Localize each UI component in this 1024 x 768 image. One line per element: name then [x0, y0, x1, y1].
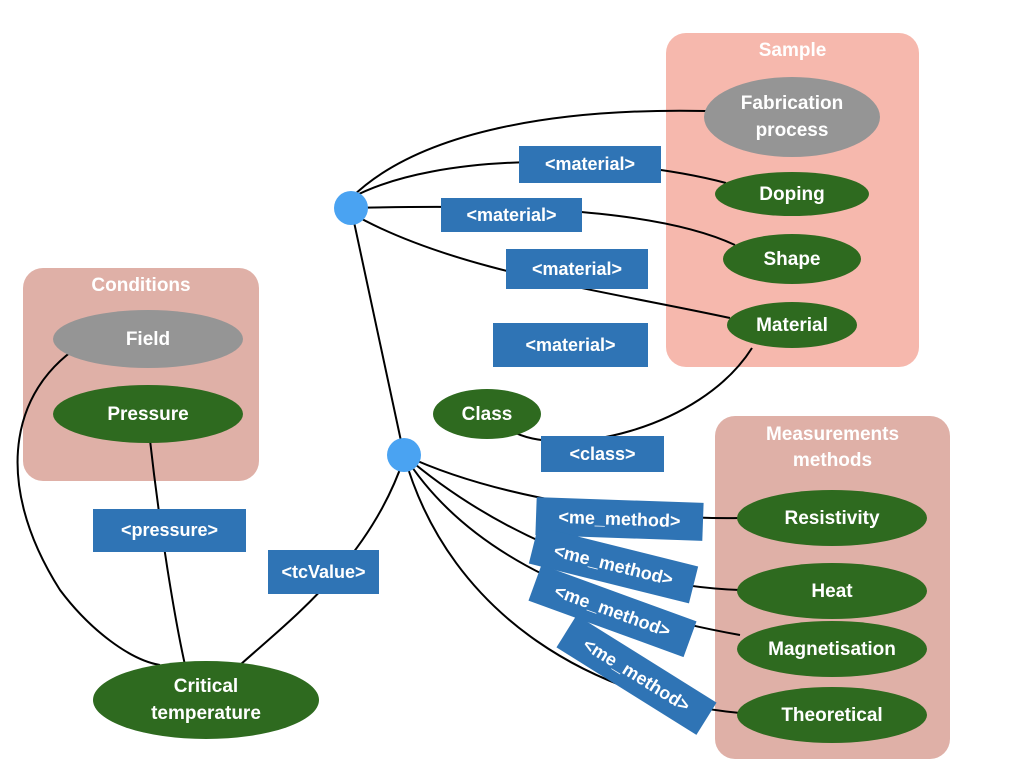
pressure-edge-label: <pressure> [120, 520, 219, 540]
sample-group-title: Sample [758, 40, 827, 61]
class-ellipse [433, 389, 541, 439]
pressure-ellipse [53, 385, 243, 443]
tc-value-edge-label: <tcValue> [281, 561, 366, 582]
me-method-2-box [528, 526, 699, 604]
critical-temperature-node: Critical temperature [151, 676, 261, 724]
line-material-class [509, 347, 753, 443]
material-edge-label-2: <material> [466, 204, 557, 225]
magnetisation-ellipse [737, 621, 927, 677]
conditions-group-title: Conditions [91, 275, 191, 296]
hub-node-sample [334, 191, 368, 225]
class-node: Class [461, 403, 513, 425]
me-method-4-box [556, 615, 717, 735]
line-hub1-hub2 [350, 207, 405, 456]
shape-ellipse [723, 234, 861, 284]
material-edge-label-4: <material> [525, 334, 616, 355]
material-edge-label-1: <material> [544, 154, 636, 174]
material-edge-label-3: <material> [531, 258, 623, 279]
hub-node-measurement [387, 438, 421, 472]
heat-node: Heat [811, 580, 853, 602]
theoretical-node: Theoretical [781, 704, 883, 726]
pressure-node: Pressure [107, 403, 189, 425]
field-ellipse [53, 310, 243, 368]
field-node: Field [125, 328, 171, 350]
heat-ellipse [737, 563, 927, 619]
material-1-box [519, 146, 661, 183]
line-field-critical-temperature [16, 336, 161, 666]
resistivity-node: Resistivity [784, 507, 880, 529]
material-2-box [441, 198, 582, 232]
material-ellipse [727, 302, 857, 348]
material-4-box [493, 323, 648, 367]
fabrication-ellipse [704, 77, 880, 157]
shape-node: Shape [763, 248, 821, 270]
me-method-1-box [535, 497, 704, 541]
measurements-group-title: Measurements methods [765, 424, 900, 471]
fabrication-process-node: Fabrication process [740, 93, 844, 141]
line-pressure-critical-temperature [149, 439, 186, 666]
edge-label-boxes [93, 146, 717, 735]
pressure-box [93, 509, 246, 552]
class-box [541, 436, 664, 472]
doping-node: Doping [759, 183, 825, 205]
magnetisation-node: Magnetisation [768, 638, 896, 660]
material-3-box [506, 249, 648, 289]
line-hub1-fabrication [350, 109, 707, 199]
doping-ellipse [715, 172, 869, 216]
tc-value-box [268, 550, 379, 594]
me-method-3-box [528, 564, 697, 658]
class-edge-label: <class> [569, 443, 636, 464]
theoretical-ellipse [737, 687, 927, 743]
critical-temperature-ellipse [93, 661, 319, 739]
resistivity-ellipse [737, 490, 927, 546]
material-node: Material [756, 314, 828, 336]
